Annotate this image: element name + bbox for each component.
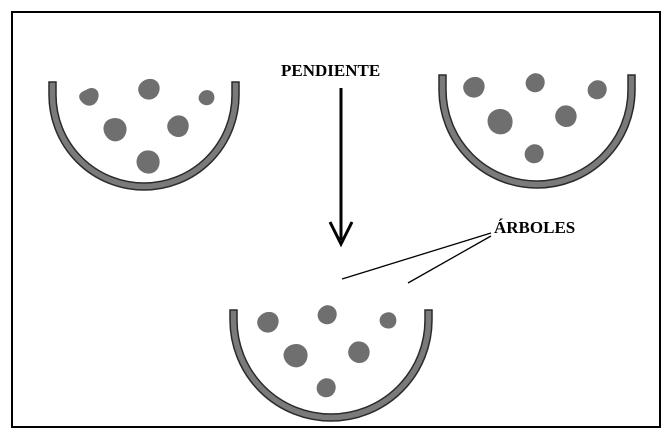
tree-blob	[318, 305, 337, 324]
tree-blob	[380, 312, 397, 328]
leader-line	[408, 236, 491, 283]
trees-label: ÁRBOLES	[494, 219, 575, 236]
leader-line	[342, 233, 491, 279]
tree-blob	[137, 150, 160, 173]
tree-blob	[348, 341, 369, 363]
basin-bottom	[230, 305, 432, 421]
slope-label: PENDIENTE	[281, 62, 380, 79]
tree-blob	[463, 77, 484, 98]
tree-blob	[488, 109, 513, 134]
trees-leader-lines	[342, 233, 491, 283]
tree-blob	[257, 312, 278, 333]
tree-blob	[138, 79, 159, 100]
tree-blob	[526, 73, 545, 92]
tree-blob	[284, 344, 308, 367]
tree-blob	[317, 378, 336, 397]
tree-blob	[103, 118, 126, 141]
tree-blob	[588, 80, 607, 99]
tree-blob	[167, 115, 188, 137]
tree-blob	[199, 90, 215, 105]
tree-blob	[525, 144, 544, 163]
tree-blob	[79, 88, 98, 106]
basin-top-left	[49, 79, 239, 190]
tree-blob	[555, 105, 576, 127]
slope-arrow	[330, 88, 352, 244]
basin-top-right	[439, 73, 635, 188]
